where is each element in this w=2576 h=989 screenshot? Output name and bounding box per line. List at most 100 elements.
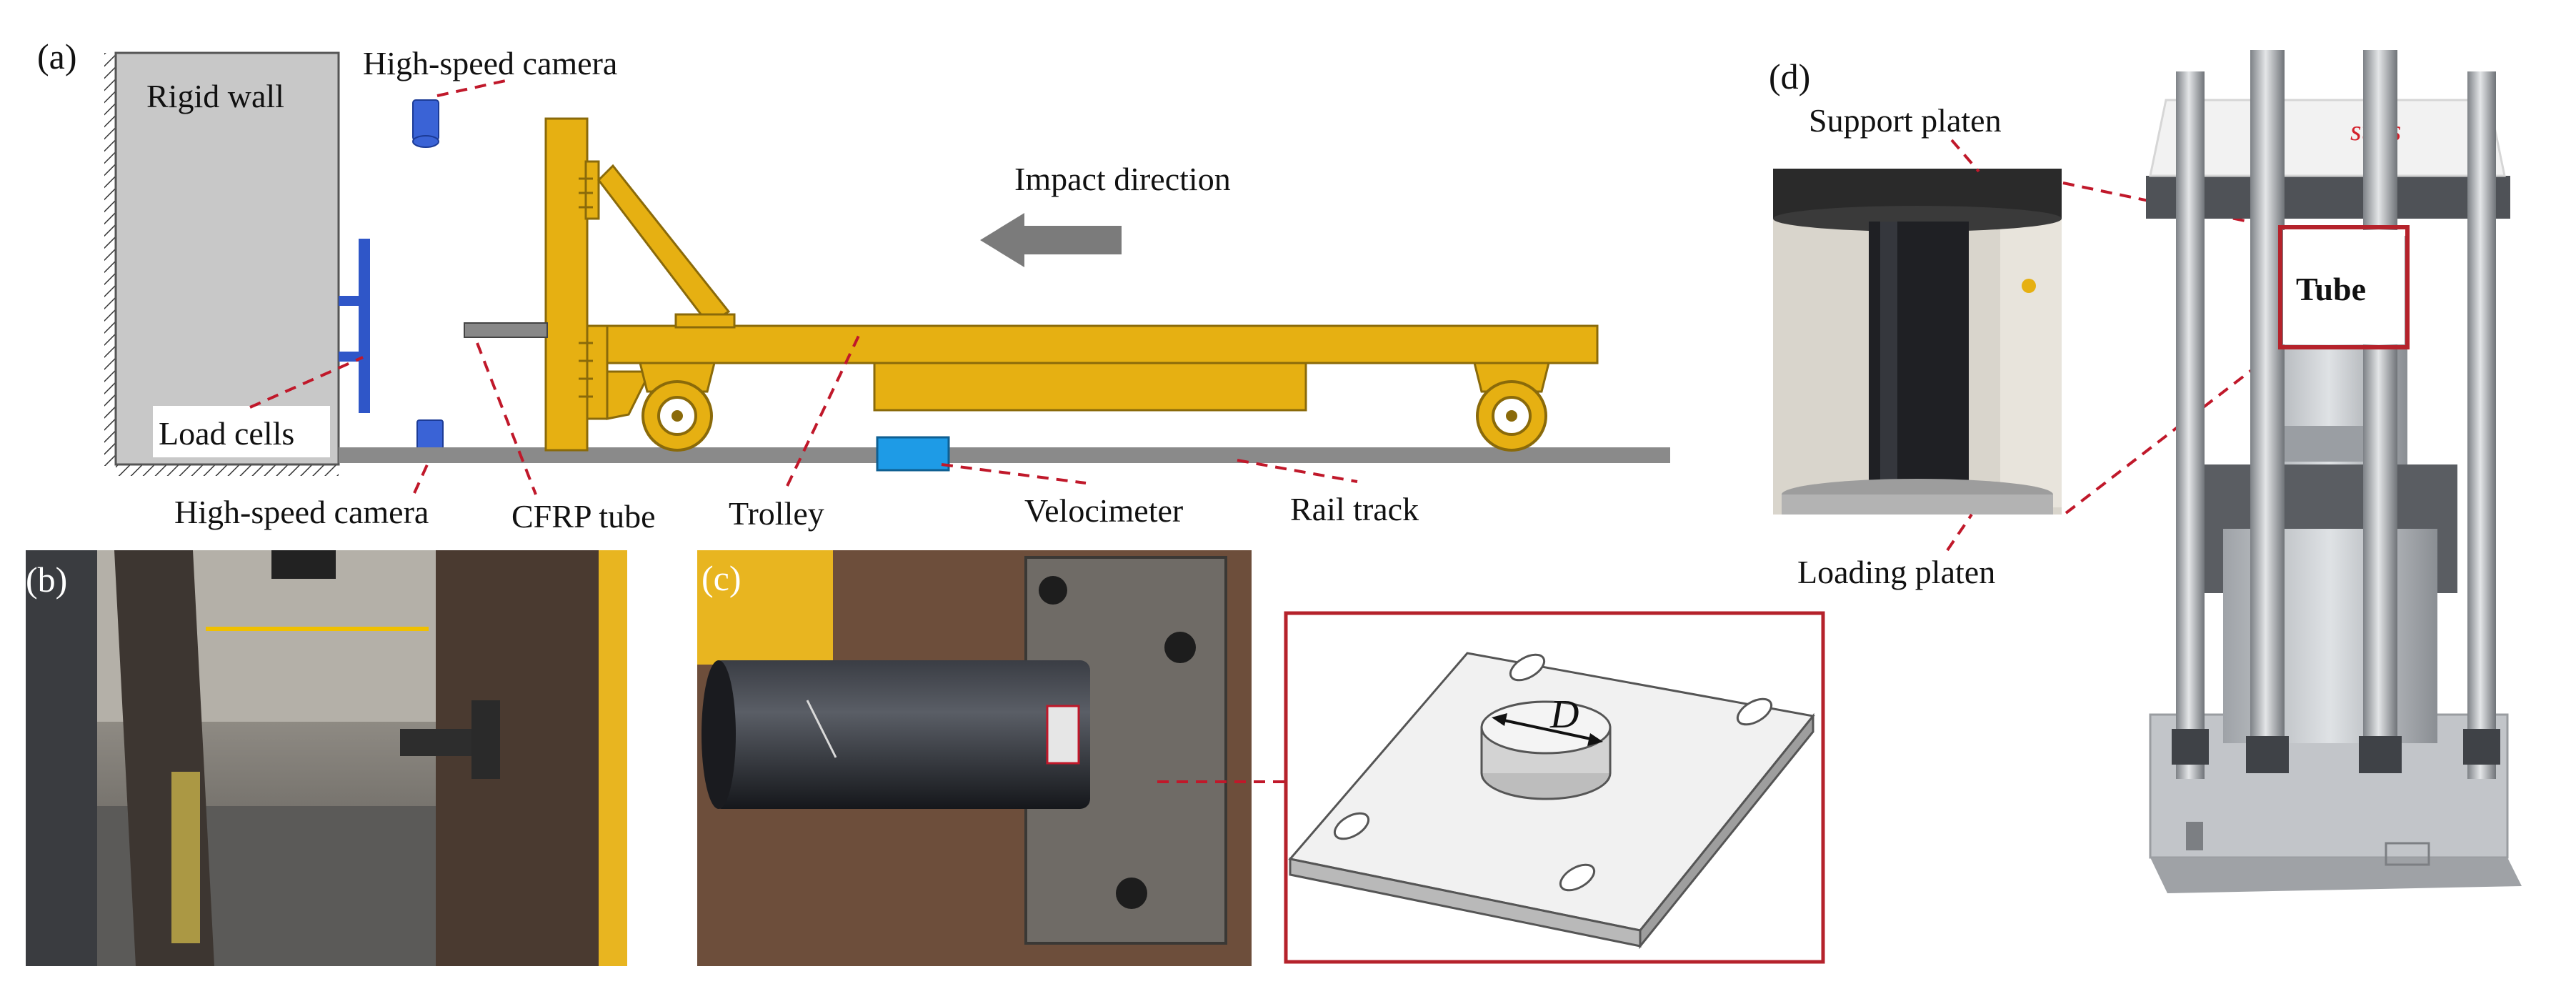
column-nut-4 [2463, 729, 2500, 765]
photo-b-bracket [471, 700, 500, 779]
photo-c-bolt-3 [1116, 878, 1147, 909]
machine-base-vent-2 [2385, 842, 2430, 866]
trolley-ballast [873, 362, 1307, 412]
closeup-sticker [2022, 279, 2036, 293]
loading-platen-label: Loading platen [1797, 554, 1995, 590]
panel-a-schematic: (a) Rigid wall Load cells High-speed cam… [37, 36, 1670, 535]
camera-top-label: High-speed camera [363, 45, 617, 81]
trolley-clamp-top [584, 160, 600, 220]
loading-platen-leader [1946, 513, 1973, 552]
trolley-bolts [579, 177, 593, 398]
load-cell-upper [339, 296, 360, 306]
plate-slot-1 [1509, 653, 1546, 682]
camera-bottom-label: High-speed camera [174, 494, 429, 530]
photo-b-yellow-post [599, 550, 627, 966]
closeup-tube-highlight [1880, 222, 1897, 493]
photo-b-specimen [400, 729, 479, 756]
rigid-wall: Rigid wall [104, 51, 340, 476]
cfrp-tube [464, 322, 548, 338]
trolley-label: Trolley [729, 495, 824, 532]
camera-top-lens [412, 135, 439, 148]
photo-b-right-wall [436, 550, 621, 966]
load-cell-plate [359, 239, 370, 413]
machine-crosshead [2146, 176, 2510, 219]
tube-highlight-box [2278, 225, 2410, 349]
rigid-wall-label: Rigid wall [146, 78, 284, 114]
cfrp-tube-leader [476, 342, 537, 495]
dimension-line [1497, 717, 1598, 742]
machine-column-3 [2363, 50, 2397, 772]
velocimeter-leader [941, 463, 1087, 484]
trolley-leader [786, 335, 860, 487]
test-machine: suns Tube [2146, 50, 2522, 893]
closeup-support-platen-face [1773, 206, 2062, 232]
plate-inset: D [1284, 611, 1825, 964]
camera-top-leader [436, 79, 509, 97]
boss-top [1480, 700, 1612, 755]
trolley-deck [586, 324, 1599, 364]
dimension-d-label: D [1549, 692, 1579, 737]
closeup-link-bottom [2065, 344, 2285, 515]
trolley [544, 117, 1599, 452]
load-cells [339, 239, 370, 413]
load-cells-leader [249, 356, 364, 409]
impact-direction-label: Impact direction [1014, 161, 1231, 197]
load-cells-label-bg [153, 406, 330, 457]
support-platen-leader [1950, 139, 1980, 173]
photo-b-equipment [271, 550, 336, 579]
column-nut-1 [2172, 729, 2209, 765]
column-nut-3 [2359, 736, 2402, 773]
plate-side-edge [1639, 712, 1814, 950]
trolley-brace [597, 164, 731, 327]
camera-top-body [412, 99, 439, 141]
dimension-arrow-left [1492, 713, 1507, 726]
machine-base-vent-1 [2186, 822, 2203, 850]
panel-a-label: (a) [37, 36, 77, 76]
panel-b-photo: (b) [26, 550, 627, 966]
load-cells-label: Load cells [159, 415, 294, 452]
column-nut-2 [2246, 736, 2289, 773]
tube-label: Tube [2296, 271, 2366, 307]
wall-hatch-left [104, 53, 116, 466]
dimension-arrow-right [1587, 733, 1603, 746]
velocimeter [876, 436, 950, 472]
rail-track [339, 447, 1670, 463]
machine-column-4 [2467, 71, 2496, 779]
tube-closeup-photo [1773, 169, 2062, 515]
panel-c-label: (c) [702, 558, 742, 598]
camera-bottom-leader [413, 461, 430, 494]
photo-c-tube-end [702, 660, 736, 809]
machine-column-1 [2176, 71, 2205, 779]
rail-track-leader [1237, 459, 1358, 483]
photo-b-wall [26, 550, 97, 966]
panel-d-label: (d) [1769, 56, 1810, 96]
plate-slot-2 [1736, 697, 1773, 726]
load-cell-lower [339, 352, 360, 362]
trolley-upright [544, 117, 589, 452]
photo-b-tape [171, 772, 200, 943]
tube-window [2283, 230, 2405, 344]
panel-d: (d) Support platen Loading platen [1769, 50, 2522, 893]
photo-c-bolt-2 [1164, 632, 1196, 663]
wall-hatch-bottom [116, 464, 339, 476]
cfrp-tube-label: CFRP tube [511, 498, 656, 535]
rail-track-label: Rail track [1290, 491, 1419, 527]
plate-slot-3 [1333, 812, 1370, 840]
velocimeter-label: Velocimeter [1024, 492, 1183, 529]
photo-c-marking [806, 700, 837, 758]
trolley-wheel-front [639, 362, 716, 452]
plate-slot-4 [1559, 863, 1596, 892]
machine-base-shadow [2150, 858, 2522, 893]
trolley-wheel-rear [1473, 362, 1550, 452]
photo-c-yellow [697, 550, 833, 665]
closeup-loading-platen-edge [1782, 494, 2053, 515]
photo-c-cfrp-tube [712, 660, 1090, 809]
machine-loading-platen [2279, 426, 2379, 462]
machine-column-2 [2250, 50, 2285, 772]
plate-boss: D [1480, 692, 1612, 800]
impact-arrow [980, 213, 1122, 267]
trolley-brace-foot [674, 313, 736, 329]
panel-c-photo: (c) [697, 550, 1286, 966]
photo-c-bolt-1 [1039, 576, 1067, 605]
